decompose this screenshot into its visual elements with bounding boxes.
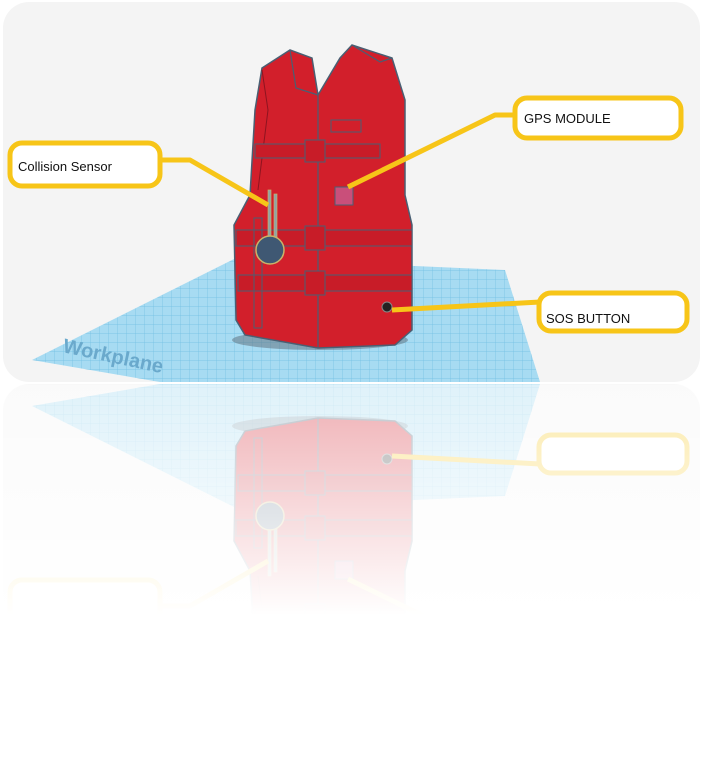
callout-gps-module: GPS MODULE [524,111,611,126]
callout-collision-sensor: Collision Sensor [18,159,113,174]
callout-sos-button: SOS BUTTON [546,311,630,326]
